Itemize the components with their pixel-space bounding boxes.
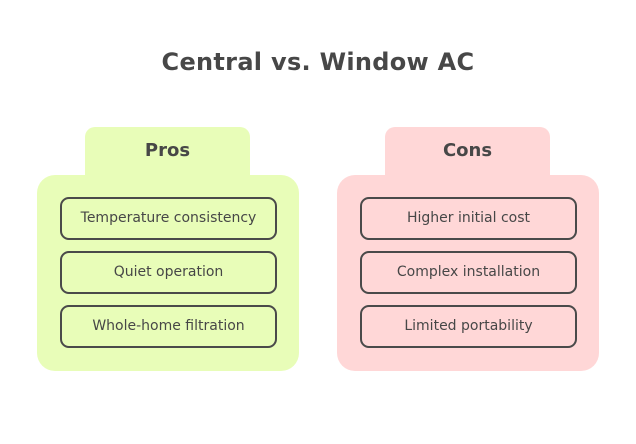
cons-item: Complex installation: [360, 251, 577, 294]
pros-panel: Temperature consistency Quiet operation …: [37, 175, 299, 371]
pros-header: Pros: [85, 127, 250, 175]
cons-header: Cons: [385, 127, 550, 175]
cons-item: Limited portability: [360, 305, 577, 348]
pros-item: Temperature consistency: [60, 197, 277, 240]
pros-item: Whole-home filtration: [60, 305, 277, 348]
diagram-title: Central vs. Window AC: [161, 48, 475, 76]
cons-panel: Higher initial cost Complex installation…: [337, 175, 599, 371]
pros-item: Quiet operation: [60, 251, 277, 294]
cons-item: Higher initial cost: [360, 197, 577, 240]
